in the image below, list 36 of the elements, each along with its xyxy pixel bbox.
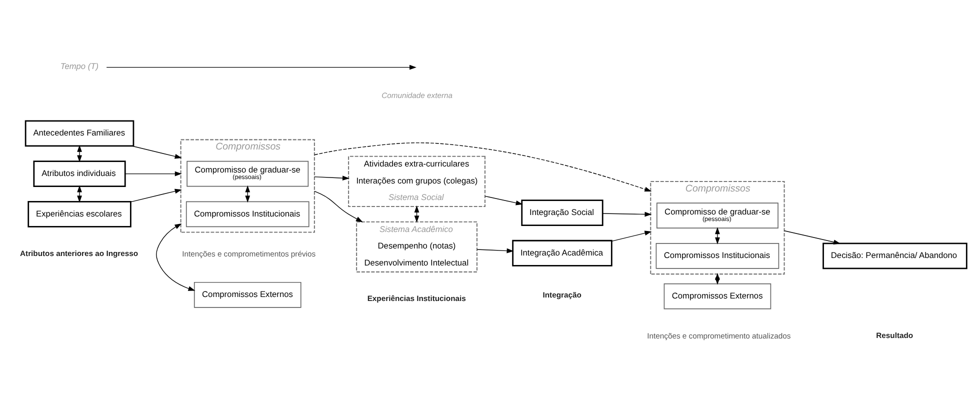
label: Resultado: [876, 330, 913, 340]
arrow: [610, 230, 652, 242]
node-box: Integração Acadêmica: [512, 239, 612, 266]
label: Comunidade externa: [381, 90, 452, 100]
arrow: [130, 188, 182, 202]
node-box: Antecedentes Familiares: [24, 120, 134, 146]
node-box: Atividades extra-curriculares Interações com grupos (colegas) Sistema Social: [348, 155, 485, 207]
node-box: Atributos individuais: [32, 160, 126, 187]
node-box: Sistema Acadêmico Desempenho (notas) Desenvolvimento Intelectual: [356, 220, 477, 272]
arrow: [602, 211, 652, 216]
label: Intenções e comprometimentos prévios: [182, 249, 316, 258]
label: Atributos anteriores ao Ingresso: [20, 248, 138, 258]
arrow: [314, 142, 652, 192]
arrow: [484, 195, 522, 205]
arrow: [131, 145, 182, 158]
arrow: [106, 64, 416, 70]
arrow: [314, 190, 362, 222]
node-box: Compromissos Externos: [663, 282, 771, 309]
arrow: [314, 175, 349, 180]
label: Experiências Institucionais: [366, 294, 466, 303]
node-box: Experiências escolares: [27, 200, 131, 227]
arrow: [783, 230, 840, 244]
node-box: Compromissos Institucionais: [185, 200, 309, 227]
node-text: Tempo (T): [60, 60, 98, 70]
label: Intenções e comprometimento atualizados: [646, 331, 790, 340]
node-box: Compromissos Externos: [193, 281, 301, 308]
node-box: Decisão: Permanência/ Abandono: [822, 242, 967, 269]
arrow: [124, 170, 182, 176]
label: Integração: [542, 290, 581, 300]
arrow: [76, 144, 82, 162]
node-box: Integração Social: [520, 199, 603, 226]
arrow: [714, 226, 720, 244]
node-box: Compromissos Institucionais: [655, 242, 779, 268]
arrow: [76, 184, 82, 202]
arrow: [156, 222, 195, 290]
arrow: [476, 248, 514, 253]
